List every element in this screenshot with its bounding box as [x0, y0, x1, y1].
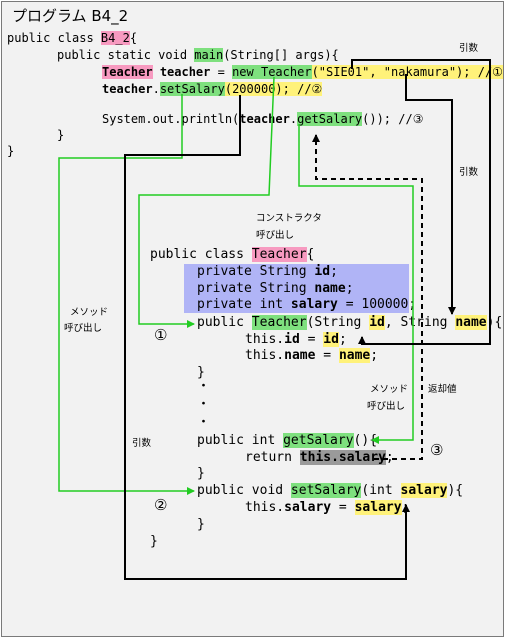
- id-argument-arrow: [351, 59, 491, 345]
- teacher-type: Teacher: [102, 65, 153, 79]
- return-salary: return this.salary;: [245, 450, 394, 465]
- main-method-close: }: [57, 128, 65, 142]
- return-value: this.salary: [299, 450, 386, 465]
- method-call-label-left: メソッド: [70, 307, 109, 318]
- method-call-label-right: メソッド: [370, 384, 409, 395]
- method-call-label-right: 呼び出し: [367, 401, 406, 412]
- assign-id: this.id = id;: [245, 332, 347, 347]
- class-name-b4_2: B4_2: [100, 31, 130, 45]
- constructor-arguments: ("SIE01", "nakamura"); //①: [311, 65, 503, 79]
- set-salary-declaration: public void setSalary(int salary){: [197, 483, 464, 498]
- constructor-declaration: public Teacher(String id, String name){: [197, 315, 503, 330]
- main-class-declaration: public class B4_2{: [7, 31, 138, 45]
- constructor-call-arrow: [138, 76, 275, 328]
- field-salary: private int salary = 100000;: [197, 297, 417, 312]
- main-method-declaration: public static void main(String[] args){: [57, 48, 339, 62]
- main-class-close: }: [7, 144, 15, 158]
- name-argument-arrow: [405, 74, 456, 315]
- ellipsis-dot: ・: [197, 415, 211, 430]
- field-declarations-block: [184, 264, 409, 313]
- argument-label-top: 引数: [459, 43, 479, 54]
- field-id: private String id;: [197, 264, 338, 279]
- method-call-label-left: 呼び出し: [64, 323, 103, 334]
- set-salary-call-arrow: [58, 94, 195, 495]
- ellipsis-dot: ・: [197, 379, 211, 394]
- teacher-class-close: }: [150, 534, 158, 549]
- salary-argument-arrow: [124, 95, 410, 580]
- set-salary-call: setSalary: [159, 82, 225, 96]
- argument-label-right: 引数: [459, 167, 479, 178]
- argument-label-left: 引数: [132, 438, 152, 449]
- return-value-arrow: [312, 134, 423, 460]
- ellipsis-dot: ・: [197, 397, 211, 412]
- get-salary-close: }: [197, 466, 205, 481]
- field-name: private String name;: [197, 281, 354, 296]
- constructor-close: }: [197, 365, 205, 380]
- return-value-label: 返却値: [428, 384, 457, 395]
- marker-1: ①: [154, 326, 168, 344]
- teacher-instantiation-line: Teacher teacher = new Teacher("SIE01", "…: [102, 65, 503, 79]
- new-teacher-call: new Teacher: [232, 65, 312, 79]
- get-salary-name: getSalary: [283, 433, 354, 448]
- get-salary-call: getSalary: [297, 112, 363, 126]
- println-line: System.out.println(teacher.getSalary());…: [102, 112, 424, 126]
- main-method-name: main: [194, 48, 224, 62]
- get-salary-call-arrow: [298, 124, 414, 444]
- teacher-class-name: Teacher: [251, 247, 307, 262]
- assign-salary: this.salary = salary;: [245, 500, 410, 515]
- param-salary: salary: [400, 483, 448, 498]
- teacher-class-declaration: public class Teacher{: [150, 247, 315, 262]
- marker-2: ②: [154, 496, 168, 514]
- set-salary-close: }: [197, 517, 205, 532]
- assign-name: this.name = name;: [245, 348, 379, 363]
- set-salary-name: setSalary: [290, 483, 362, 498]
- teacher-variable: teacher: [159, 65, 211, 79]
- diagram-title: プログラム B4_2: [12, 7, 129, 25]
- constructor-name: Teacher: [251, 315, 307, 330]
- constructor-call-label: 呼び出し: [256, 230, 295, 241]
- marker-3: ③: [430, 441, 444, 459]
- constructor-call-label: コンストラクタ: [256, 213, 322, 224]
- param-name: name: [455, 315, 487, 330]
- param-id: id: [369, 315, 385, 330]
